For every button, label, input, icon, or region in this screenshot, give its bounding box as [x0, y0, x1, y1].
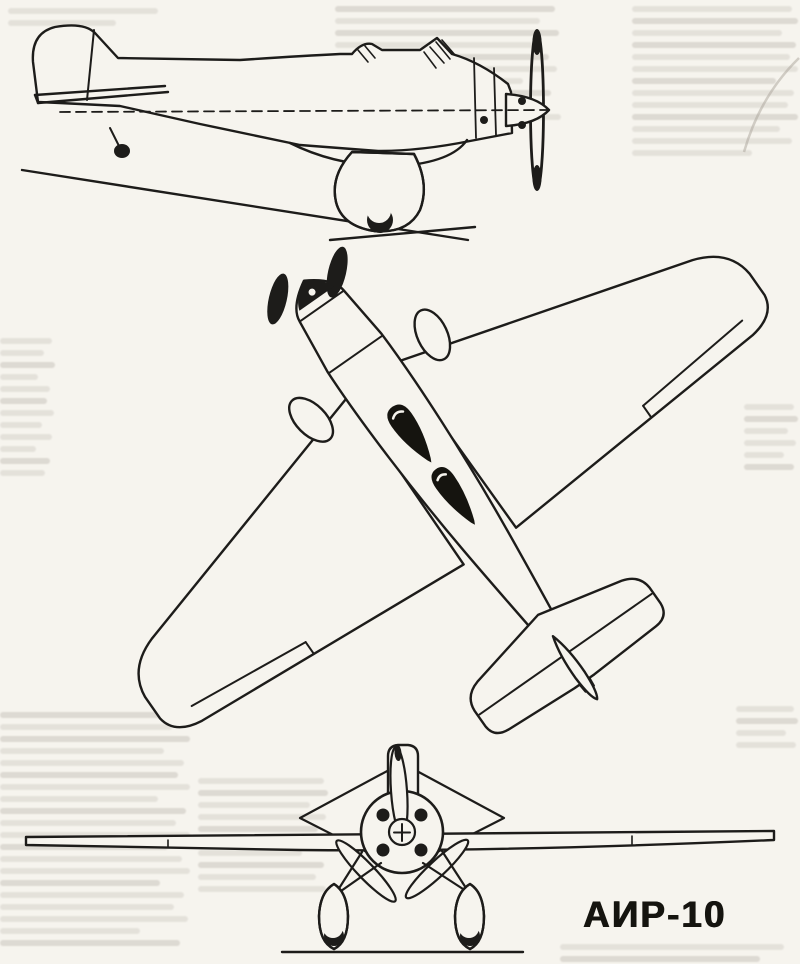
front-spinner [387, 817, 417, 847]
plan-gear-fairings [288, 308, 452, 443]
plan-rudder [551, 634, 599, 701]
bleedthrough-text-block [0, 706, 195, 952]
front-propeller [332, 745, 472, 909]
front-view [24, 743, 776, 954]
side-landing-gear [333, 150, 426, 233]
bleedthrough-text-block [0, 332, 58, 482]
side-canopy-hatching [357, 39, 456, 69]
bleedthrough-curve [742, 57, 800, 153]
plan-cockpits [387, 404, 475, 525]
bleedthrough-text-block [744, 398, 800, 476]
plan-wings [137, 255, 769, 729]
plan-tailplane [469, 577, 665, 735]
plan-view [137, 246, 769, 735]
side-tailwheel [109, 127, 130, 158]
bleedthrough-text-block [736, 700, 800, 754]
side-view [20, 24, 551, 242]
aircraft-designation: АИР-10 [583, 894, 727, 935]
side-centerline [59, 109, 548, 113]
bleedthrough-text-block [8, 2, 168, 32]
front-landing-gear [317, 849, 486, 951]
side-fuselage [31, 24, 514, 153]
bleedthrough-text-block [560, 938, 790, 964]
bleedthrough-text-block [632, 0, 800, 162]
plan-propeller [267, 246, 348, 325]
